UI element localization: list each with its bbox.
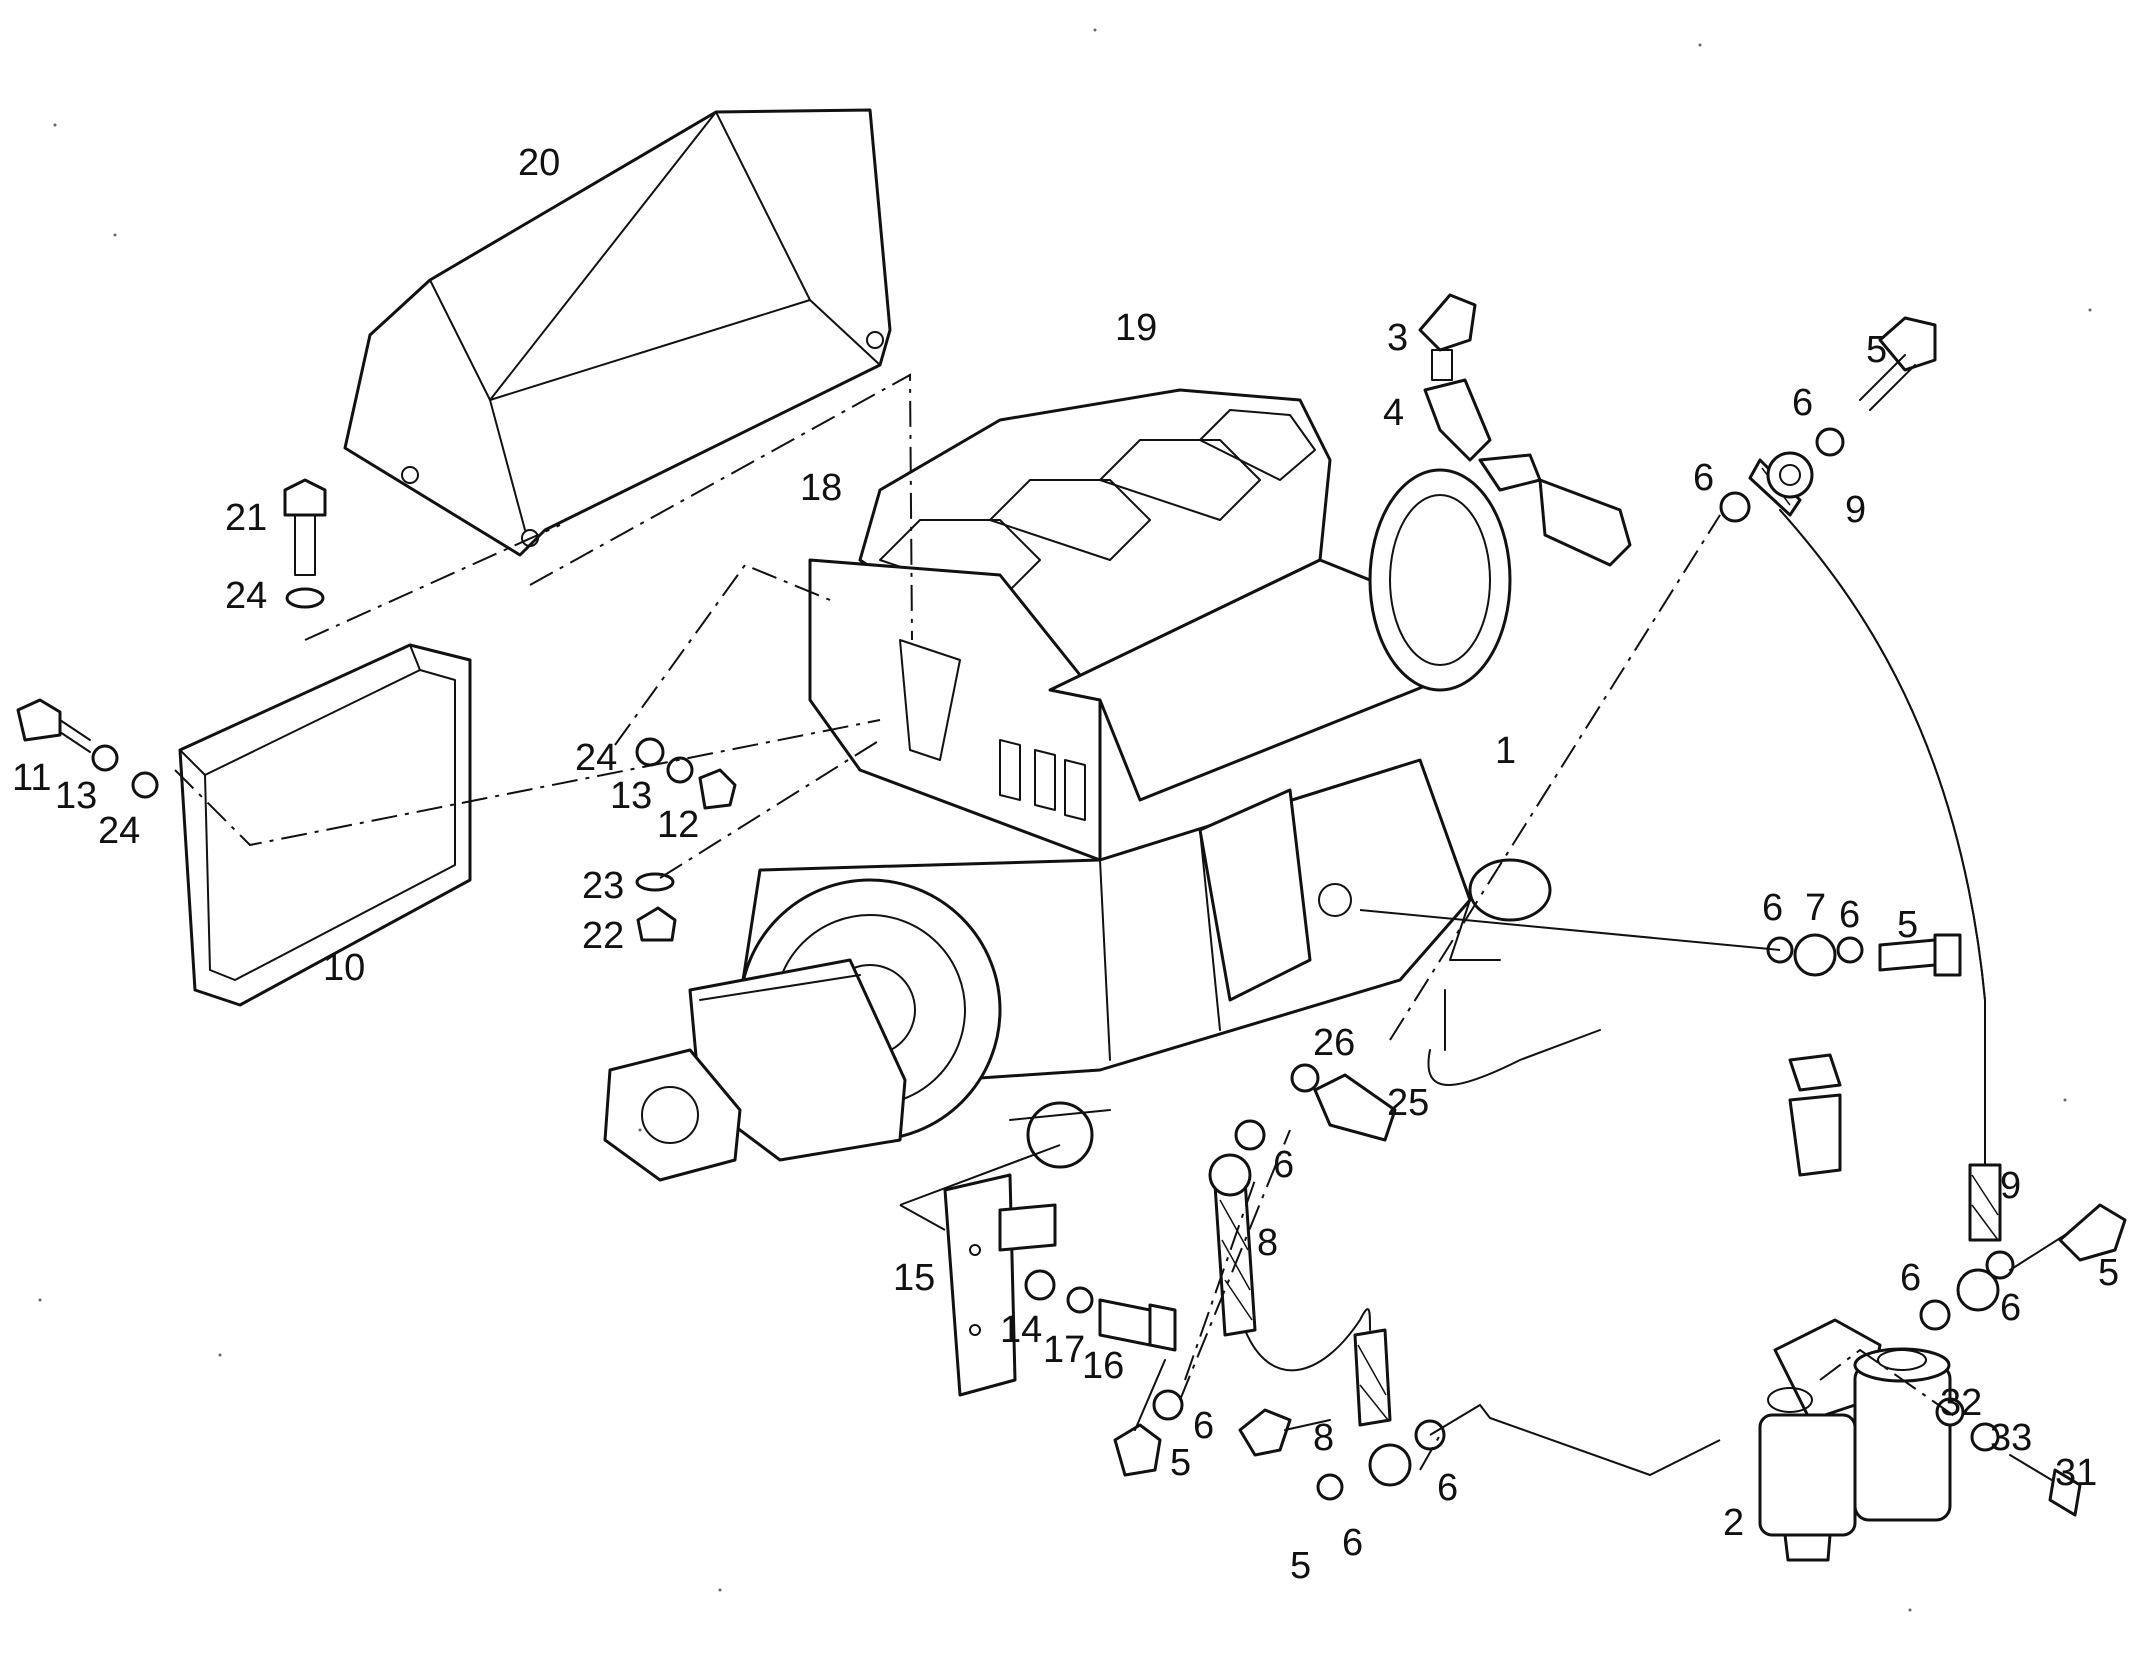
callout-26: 26 — [1313, 1022, 1355, 1064]
callout-6: 6 — [1273, 1144, 1294, 1186]
air-duct-cover — [343, 108, 892, 557]
callout-24: 24 — [225, 575, 267, 617]
callout-12: 12 — [657, 804, 699, 846]
callout-6: 6 — [1693, 457, 1714, 499]
callout-6: 6 — [1839, 894, 1860, 936]
callout-6: 6 — [1762, 887, 1783, 929]
callout-8: 8 — [1257, 1222, 1278, 1264]
callout-5: 5 — [1290, 1545, 1311, 1587]
callout-labels: 1 2 3 4 5 5 5 5 5 6 6 6 6 6 6 6 6 6 6 7 … — [12, 142, 2119, 1587]
callout-18: 18 — [800, 467, 842, 509]
callout-6: 6 — [1193, 1405, 1214, 1447]
scan-specks — [38, 28, 2092, 1612]
callout-5: 5 — [2098, 1252, 2119, 1294]
callout-6: 6 — [1342, 1522, 1363, 1564]
callout-14: 14 — [1000, 1309, 1042, 1351]
callout-31: 31 — [2055, 1452, 2097, 1494]
callout-6: 6 — [2000, 1287, 2021, 1329]
callout-23: 23 — [582, 865, 624, 907]
callout-32: 32 — [1940, 1382, 1982, 1424]
callout-4: 4 — [1383, 392, 1404, 434]
callout-24: 24 — [575, 737, 617, 779]
callout-21: 21 — [225, 497, 267, 539]
callout-5: 5 — [1170, 1442, 1191, 1484]
mounting-bracket — [943, 1173, 1057, 1397]
callout-25: 25 — [1387, 1082, 1429, 1124]
callout-9: 9 — [2000, 1165, 2021, 1207]
callout-24: 24 — [98, 810, 140, 852]
callout-20: 20 — [518, 142, 560, 184]
callout-6: 6 — [1792, 382, 1813, 424]
callout-33: 33 — [1990, 1417, 2032, 1459]
callout-7: 7 — [1805, 887, 1826, 929]
shroud-plate — [178, 643, 472, 1007]
callout-22: 22 — [582, 915, 624, 957]
callout-9: 9 — [1845, 489, 1866, 531]
callout-13: 13 — [610, 775, 652, 817]
hydraulic-pump-assembly — [603, 878, 1111, 1182]
callout-11: 11 — [12, 757, 51, 799]
callout-2: 2 — [1723, 1502, 1744, 1544]
callout-17: 17 — [1043, 1329, 1085, 1371]
callout-15: 15 — [893, 1257, 935, 1299]
fittings — [16, 293, 2127, 1517]
callout-5: 5 — [1897, 904, 1918, 946]
callout-13: 13 — [55, 775, 97, 817]
leader-lines — [174, 373, 1961, 1477]
callout-1: 1 — [1495, 730, 1516, 772]
callout-6: 6 — [1900, 1257, 1921, 1299]
callout-16: 16 — [1082, 1345, 1124, 1387]
callout-3: 3 — [1387, 317, 1408, 359]
callout-6: 6 — [1437, 1467, 1458, 1509]
callout-8: 8 — [1313, 1417, 1334, 1459]
callout-5: 5 — [1866, 329, 1887, 371]
fuel-lines — [1213, 458, 2002, 1427]
callout-10: 10 — [323, 947, 365, 989]
fuel-filter-assembly — [1758, 1318, 1952, 1562]
callout-19: 19 — [1115, 307, 1157, 349]
